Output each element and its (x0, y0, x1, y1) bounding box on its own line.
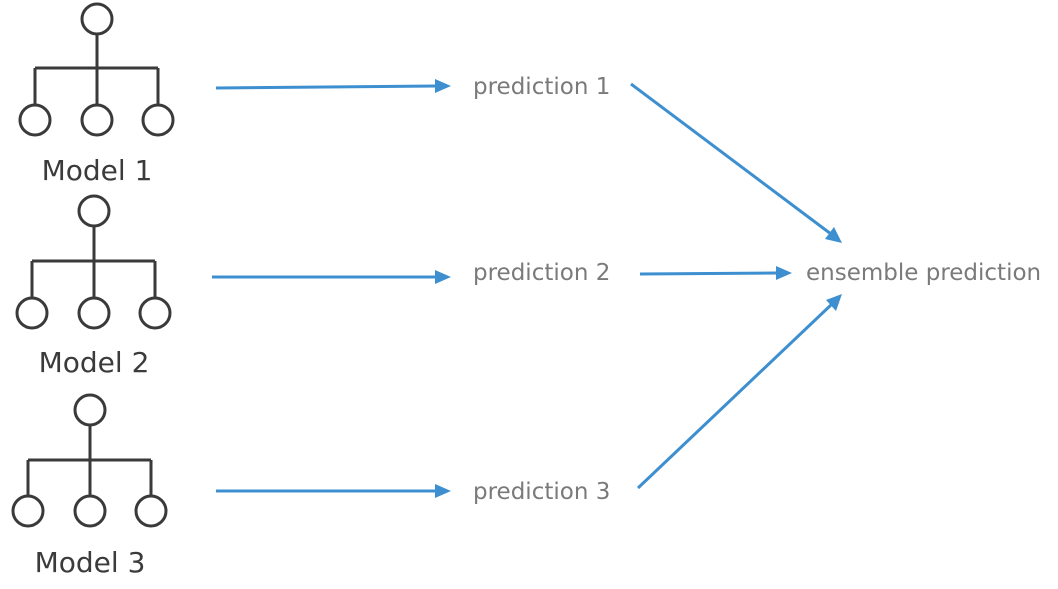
prediction-1-label: prediction 1 (473, 74, 610, 100)
arrow-prediction-2-to-ensemble (639, 266, 792, 280)
model-1-label: Model 1 (42, 154, 153, 187)
model-2-tree-icon (15, 194, 172, 330)
arrow-model-2-to-prediction-2 (212, 270, 451, 284)
model-2-label: Model 2 (39, 346, 150, 379)
arrow-model-1-to-prediction-1 (215, 79, 451, 93)
ensemble-prediction-label: ensemble prediction (806, 260, 1041, 286)
arrow-prediction-3-to-ensemble (636, 294, 842, 490)
model-3-label: Model 3 (35, 546, 146, 579)
model-3-tree-icon (11, 393, 168, 528)
model-1-tree-icon (18, 2, 175, 137)
arrow-prediction-1-to-ensemble (630, 82, 842, 243)
prediction-3-label: prediction 3 (473, 479, 610, 505)
arrow-model-3-to-prediction-3 (216, 484, 451, 498)
prediction-2-label: prediction 2 (473, 260, 610, 286)
